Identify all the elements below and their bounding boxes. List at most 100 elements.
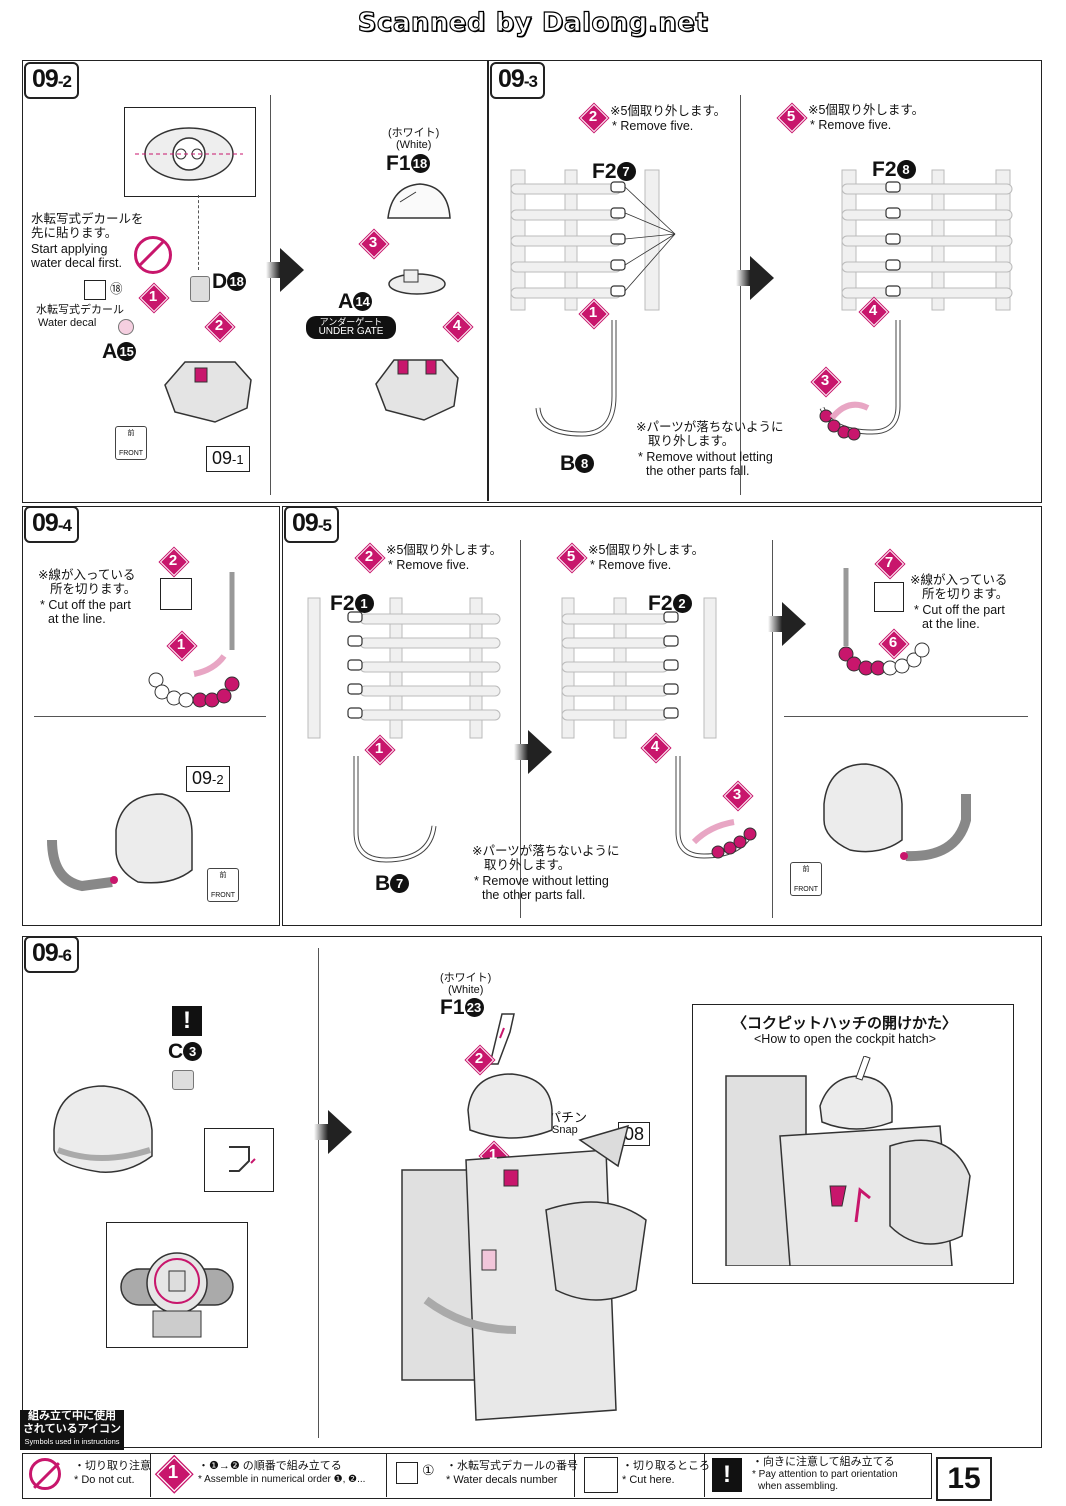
nocut-jp: ・切り取り注意 bbox=[74, 1460, 151, 1472]
order-marker-1: 1 bbox=[580, 300, 606, 326]
front-orientation-icon: 前 FRONT bbox=[790, 862, 822, 896]
order-number: 5 bbox=[786, 108, 796, 125]
ref-number: 08 bbox=[624, 1124, 645, 1144]
cut-here-icon bbox=[584, 1457, 618, 1493]
order-number: 1 bbox=[167, 1461, 179, 1483]
white-label-jp: (ホワイト) bbox=[440, 972, 492, 984]
hook-icon bbox=[229, 1146, 256, 1172]
orientation-caution-icon: ! bbox=[712, 1458, 742, 1492]
order-marker-2: 2 bbox=[356, 544, 382, 570]
part-number: 7 bbox=[616, 162, 636, 181]
order-marker-5: 5 bbox=[558, 544, 584, 570]
part-letter: C bbox=[168, 1040, 184, 1063]
water-decal-icon bbox=[84, 280, 106, 300]
tube-b7-removing bbox=[675, 756, 757, 859]
order-number: 1 bbox=[488, 1146, 498, 1163]
under-gate-en: UNDER GATE bbox=[318, 326, 384, 337]
front-en: FRONT bbox=[118, 450, 144, 457]
hatch-title-en: <How to open the cockpit hatch> bbox=[754, 1032, 937, 1046]
step-number: 09 bbox=[292, 509, 319, 537]
part-a14-shape bbox=[388, 269, 446, 295]
divider-09-2-inner bbox=[270, 95, 271, 495]
step-sub-number: -4 bbox=[57, 516, 72, 535]
legend-jp-1: 組み立て中に使用 bbox=[28, 1410, 116, 1422]
tube-b8 bbox=[535, 320, 617, 437]
order-number: 4 bbox=[452, 317, 462, 334]
fall-note-en-1: * Remove without letting bbox=[474, 874, 609, 888]
orient-en-2: when assembling. bbox=[758, 1481, 839, 1492]
order-number: 2 bbox=[214, 317, 224, 334]
front-orientation-icon: 前 FRONT bbox=[207, 868, 239, 902]
step-label-09-6: 09-6 bbox=[24, 936, 79, 973]
part-number: 18 bbox=[227, 272, 247, 291]
runner-f2-1 bbox=[307, 597, 501, 739]
order-marker-3: 3 bbox=[724, 782, 750, 808]
decal-note-jp-1: 水転写式デカールを bbox=[31, 212, 144, 226]
decal-en: * Water decals number bbox=[446, 1474, 558, 1486]
part-number: 15 bbox=[117, 342, 137, 361]
part-number: 18 bbox=[410, 154, 430, 173]
helmet-with-tube-right bbox=[823, 763, 971, 862]
helmet-top-part bbox=[387, 183, 451, 219]
fall-note-en-2: the other parts fall. bbox=[482, 888, 586, 902]
order-number: 3 bbox=[368, 234, 378, 251]
orientation-caution-icon: ! bbox=[172, 1006, 202, 1036]
order-marker-5: 5 bbox=[778, 104, 804, 130]
step-number: 09 bbox=[32, 65, 59, 93]
part-letter: F2 bbox=[648, 592, 673, 615]
part-letter: F1 bbox=[440, 996, 465, 1019]
ref-number: 09 bbox=[212, 448, 233, 468]
step-label-09-5: 09-5 bbox=[284, 506, 339, 543]
order-marker-7: 7 bbox=[876, 550, 902, 576]
reference-tag-09-2: 09-2 bbox=[186, 766, 230, 792]
order-marker-4: 4 bbox=[860, 298, 886, 324]
divider-09-6-inner bbox=[318, 948, 319, 1438]
order-jp: ・❶→❷ の順番で組み立てる bbox=[198, 1460, 342, 1472]
order-marker-2: 2 bbox=[580, 104, 606, 130]
cut-note-jp-2: 所を切ります。 bbox=[50, 582, 137, 596]
part-d18-shape bbox=[190, 276, 210, 302]
part-c3-shape bbox=[172, 1070, 194, 1090]
order-en: * Assemble in numerical order ❶, ❷... bbox=[198, 1474, 366, 1485]
part-letter: B bbox=[560, 452, 576, 475]
order-number: 1 bbox=[148, 288, 158, 305]
cut-note-en-2: at the line. bbox=[922, 617, 980, 631]
order-marker-4: 4 bbox=[444, 313, 470, 339]
front-en: FRONT bbox=[793, 886, 819, 893]
orient-en-1: * Pay attention to part orientation bbox=[752, 1469, 898, 1480]
order-number: 1 bbox=[374, 740, 384, 757]
watermark: Scanned by Dalong.net bbox=[357, 7, 709, 38]
part-number: 14 bbox=[353, 292, 373, 311]
part-number: 3 bbox=[183, 1042, 203, 1061]
decal-note-en-2: water decal first. bbox=[31, 256, 123, 270]
fall-note-jp-2: 取り外します。 bbox=[648, 434, 735, 448]
order-marker-1: 1 bbox=[366, 736, 392, 762]
step-sub-number: -2 bbox=[57, 72, 72, 91]
white-label-en: (White) bbox=[396, 139, 432, 151]
snap-jp: パチン bbox=[548, 1110, 588, 1125]
detail-leader bbox=[198, 195, 200, 270]
part-letter: F1 bbox=[386, 152, 411, 175]
step-arrow bbox=[768, 602, 806, 646]
under-gate-jp: アンダーゲート bbox=[319, 317, 383, 327]
fall-note-jp-2: 取り外します。 bbox=[484, 858, 571, 872]
step-number: 09 bbox=[498, 65, 525, 93]
order-number: 4 bbox=[650, 738, 660, 755]
order-number: 5 bbox=[566, 548, 576, 565]
order-marker-1: 1 bbox=[168, 632, 194, 658]
footer-legend: 組み立て中に使用 されているアイコン Symbols used in instr… bbox=[20, 1410, 124, 1450]
cut-note-en-1: * Cut off the part bbox=[914, 603, 1005, 617]
order-number: 3 bbox=[732, 786, 742, 803]
order-number: 2 bbox=[168, 552, 178, 569]
fall-note-jp-1: ※パーツが落ちないように bbox=[472, 844, 620, 858]
helmet-rear-detail bbox=[106, 1222, 248, 1348]
white-label-en: (White) bbox=[448, 984, 484, 996]
runner-f2-right bbox=[841, 169, 1013, 311]
step-sub-number: -5 bbox=[317, 516, 332, 535]
